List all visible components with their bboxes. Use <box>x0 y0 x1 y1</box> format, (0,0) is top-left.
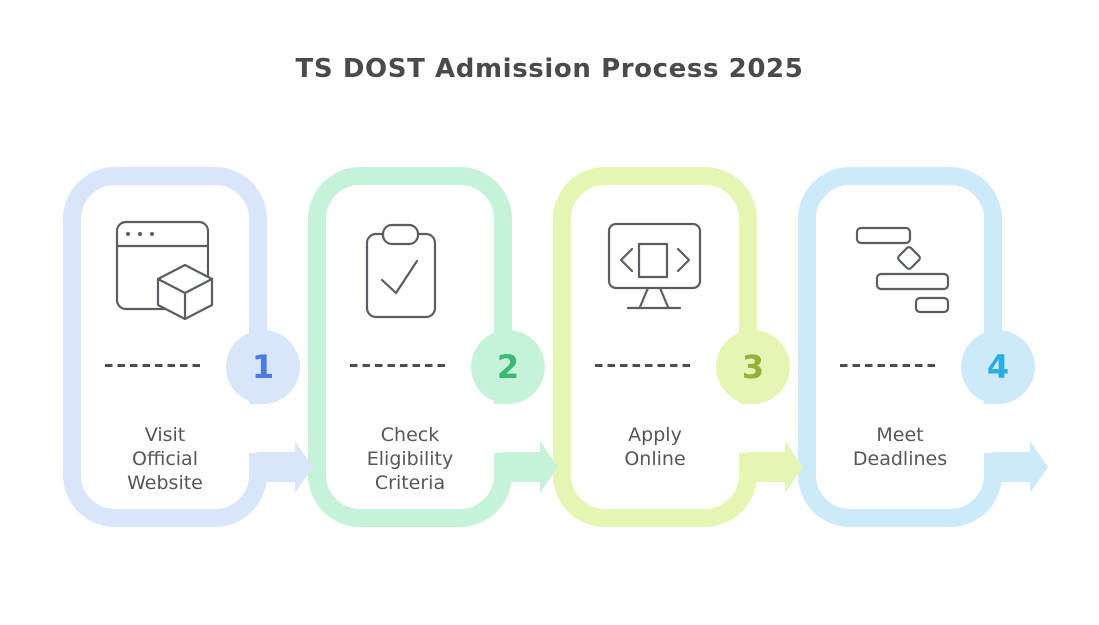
step-number-badge: 1 <box>226 330 300 404</box>
step-label-line: Meet <box>876 424 924 446</box>
step-label-line: Criteria <box>374 472 446 494</box>
step-label: Apply Online <box>553 423 757 471</box>
flow-arrow-right-icon <box>733 437 805 497</box>
step-card-2: 2 Check Eligibility Criteria <box>308 167 558 527</box>
step-number-badge: 3 <box>716 330 790 404</box>
step-label-line: Eligibility <box>366 448 454 470</box>
monitor-code-icon <box>605 220 705 320</box>
step-label: Visit Official Website <box>63 423 267 495</box>
flow-arrow-right-icon <box>488 437 560 497</box>
step-label-line: Official <box>132 448 198 470</box>
flow-arrow-right-icon <box>978 437 1050 497</box>
step-label-line: Check <box>380 424 440 446</box>
gantt-chart-icon <box>850 220 955 320</box>
step-label-line: Visit <box>144 424 186 446</box>
step-number: 2 <box>496 348 520 386</box>
dashed-divider <box>350 364 445 367</box>
step-label-line: Deadlines <box>852 448 948 470</box>
dashed-divider <box>105 364 200 367</box>
step-label: Check Eligibility Criteria <box>308 423 512 495</box>
dashed-divider <box>595 364 690 367</box>
flow-arrow-right-icon <box>243 437 315 497</box>
step-card-3: 3 Apply Online <box>553 167 803 527</box>
step-number-badge: 2 <box>471 330 545 404</box>
step-card-border <box>798 167 1002 527</box>
step-label-line: Online <box>624 448 686 470</box>
step-card-1: 1 Visit Official Website <box>63 167 313 527</box>
step-number: 1 <box>251 348 275 386</box>
page-title: TS DOST Admission Process 2025 <box>295 54 804 84</box>
step-number: 3 <box>741 348 765 386</box>
dashed-divider <box>840 364 935 367</box>
step-number: 4 <box>986 348 1010 386</box>
step-label-line: Website <box>127 472 203 494</box>
browser-cube-icon <box>115 220 215 320</box>
step-card-4: 4 Meet Deadlines <box>798 167 1048 527</box>
step-label-line: Apply <box>628 424 682 446</box>
clipboard-check-icon <box>360 220 460 320</box>
step-label: Meet Deadlines <box>798 423 1002 471</box>
step-number-badge: 4 <box>961 330 1035 404</box>
